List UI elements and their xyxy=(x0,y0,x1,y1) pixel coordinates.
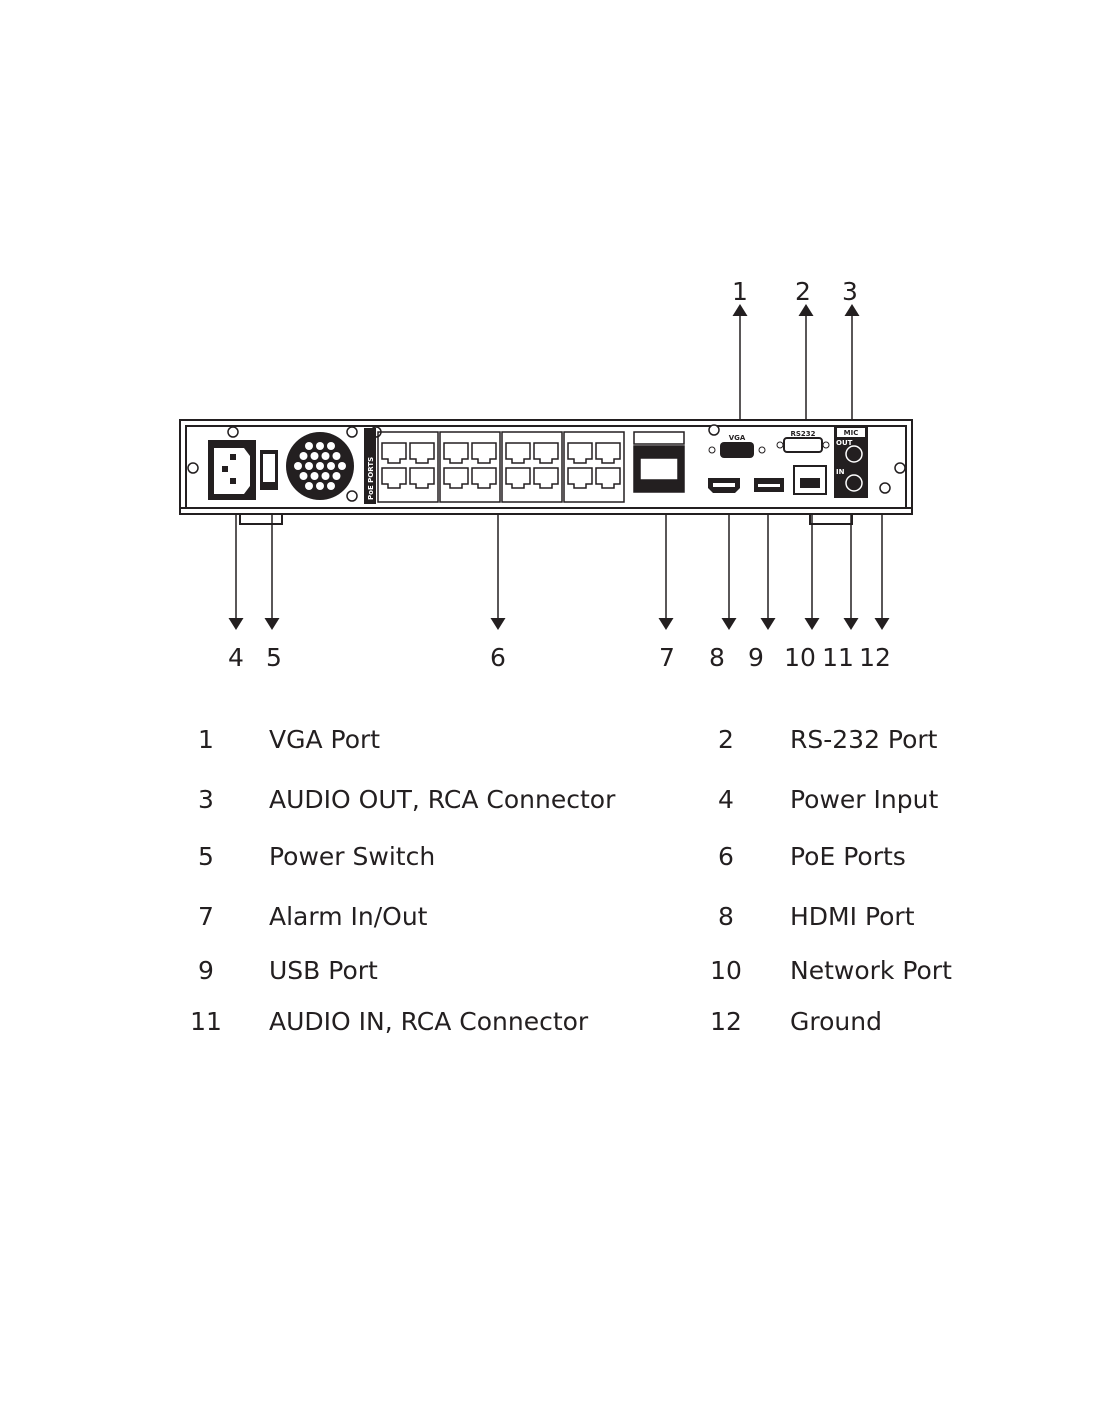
callout-1: 1 xyxy=(732,277,748,306)
callout-11: 11 xyxy=(822,643,854,672)
rs232-port: RS232 xyxy=(776,430,830,453)
power-input xyxy=(208,440,256,500)
legend-number: 8 xyxy=(718,902,734,931)
legend-number: 2 xyxy=(718,725,734,754)
legend-label: Power Switch xyxy=(269,842,436,871)
callout-7: 7 xyxy=(659,643,675,672)
legend-label: Power Input xyxy=(790,785,939,814)
poe-ports: PoE PORTS xyxy=(364,428,625,504)
legend-label: AUDIO OUT, RCA Connector xyxy=(269,785,616,814)
legend-label: PoE Ports xyxy=(790,842,906,871)
callout-4: 4 xyxy=(228,643,244,672)
callout-9: 9 xyxy=(748,643,764,672)
audio-rca-block: MIC OUT IN xyxy=(834,426,868,498)
hdmi-port xyxy=(708,478,740,493)
legend-label: RS-232 Port xyxy=(790,725,938,754)
audio-label: MIC xyxy=(844,429,859,437)
legend-label: HDMI Port xyxy=(790,902,915,931)
legend-label: Alarm In/Out xyxy=(269,902,428,931)
callout-6: 6 xyxy=(490,643,506,672)
legend-label: Ground xyxy=(790,1007,882,1036)
usb-port xyxy=(754,478,784,492)
legend-number: 7 xyxy=(198,902,214,931)
legend-number: 3 xyxy=(198,785,214,814)
legend-label: USB Port xyxy=(269,956,378,985)
alarm-terminal xyxy=(633,431,685,493)
legend-number: 9 xyxy=(198,956,214,985)
callout-3: 3 xyxy=(842,277,858,306)
legend-label: VGA Port xyxy=(269,725,381,754)
legend-number: 12 xyxy=(710,1007,742,1036)
audio-in-label: IN xyxy=(836,468,845,476)
legend-number: 1 xyxy=(198,725,214,754)
legend-number: 4 xyxy=(718,785,734,814)
callout-5: 5 xyxy=(266,643,282,672)
fan-icon xyxy=(286,432,354,500)
legend-label: Network Port xyxy=(790,956,952,985)
callout-2: 2 xyxy=(795,277,811,306)
legend-number: 10 xyxy=(710,956,742,985)
callout-8: 8 xyxy=(709,643,725,672)
callout-10: 10 xyxy=(784,643,816,672)
legend-number: 6 xyxy=(718,842,734,871)
power-switch xyxy=(260,450,278,490)
vga-port: VGA xyxy=(708,434,766,458)
vga-label: VGA xyxy=(729,434,746,442)
rs232-label: RS232 xyxy=(790,430,815,438)
callout-12: 12 xyxy=(859,643,891,672)
legend-number: 11 xyxy=(190,1007,222,1036)
poe-label: PoE PORTS xyxy=(367,457,375,500)
audio-out-label: OUT xyxy=(836,439,853,447)
legend-number: 5 xyxy=(198,842,214,871)
legend-label: AUDIO IN, RCA Connector xyxy=(269,1007,589,1036)
network-port xyxy=(793,465,827,495)
